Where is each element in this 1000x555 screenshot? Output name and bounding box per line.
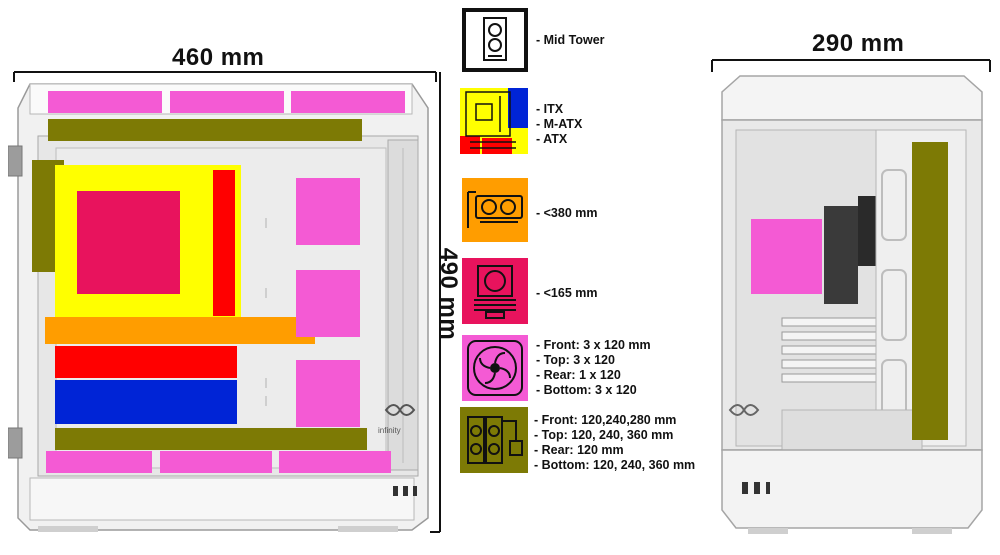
bottom-fan-slot-1 (46, 451, 152, 473)
depth-dimension-label: 290 mm (812, 30, 905, 57)
tower-case-icon (462, 8, 528, 72)
cooler-spec-line-1: - <165 mm (536, 286, 598, 300)
top-fan-slot-3 (291, 91, 405, 113)
front-view-cpu-cooler-area (751, 219, 822, 294)
fan-spec-line-3: - Rear: 1 x 120 (536, 368, 621, 382)
gpu-icon (462, 178, 528, 242)
gpu-spec-line-1: - <380 mm (536, 206, 598, 220)
pcie-area (55, 346, 237, 378)
case-front-view (721, 75, 983, 534)
bottom-fan-slot-2 (160, 451, 272, 473)
radiator-spec-line-3: - Rear: 120 mm (534, 443, 624, 457)
brand-mark: infinity (378, 426, 401, 435)
bottom-fan-slot-3 (279, 451, 391, 473)
radiator-icon (460, 407, 528, 473)
side-fan-slot-2 (296, 270, 360, 337)
radiator-spec-line-2: - Top: 120, 240, 360 mm (534, 428, 674, 442)
motherboard-icon (460, 88, 528, 154)
psu-block (55, 380, 237, 424)
tower-spec-line-1: - Mid Tower (536, 33, 605, 47)
height-dimension-line (430, 72, 441, 533)
fan-spec-line-2: - Top: 3 x 120 (536, 353, 615, 367)
motherboard-spec-line-2: - M-ATX (536, 117, 583, 131)
pcie-slots-vertical (213, 170, 235, 316)
height-dimension-label: 490 mm (435, 247, 462, 341)
top-fan-slot-2 (170, 91, 284, 113)
side-fan-slot-3 (296, 360, 360, 427)
motherboard-spec-line-1: - ITX (536, 102, 564, 116)
side-fan-slot-1 (296, 178, 360, 245)
width-dimension-line (13, 71, 437, 82)
radiator-spec-line-4: - Bottom: 120, 240, 360 mm (534, 458, 696, 472)
infinity-logo-icon (384, 404, 416, 416)
top-fan-slot-1 (48, 91, 162, 113)
motherboard-spec-line-3: - ATX (536, 132, 568, 146)
gpu-block (45, 317, 315, 344)
bottom-radiator (55, 428, 367, 450)
fan-spec-line-1: - Front: 3 x 120 mm (536, 338, 651, 352)
fan-spec-line-4: - Bottom: 3 x 120 (536, 383, 637, 397)
cpu-cooler-icon (462, 258, 528, 324)
cpu-cooler-block (77, 191, 180, 294)
front-view-side-radiator (912, 142, 948, 440)
radiator-spec-line-1: - Front: 120,240,280 mm (534, 413, 677, 427)
top-radiator (48, 119, 362, 141)
depth-dimension-line (711, 59, 991, 72)
fan-icon (462, 335, 528, 401)
width-dimension-label: 460 mm (172, 44, 265, 71)
